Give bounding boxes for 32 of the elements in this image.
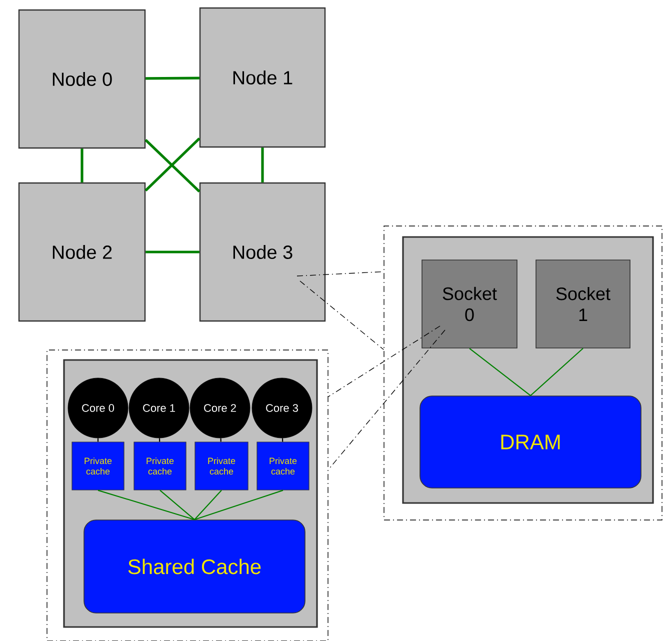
connector-line	[146, 76, 200, 80]
connector-line	[530, 348, 584, 396]
connector-line	[98, 490, 195, 520]
cache-box: Private cache	[72, 442, 124, 490]
connector-line	[146, 250, 200, 254]
leader-line	[296, 271, 384, 276]
connector-line	[194, 490, 222, 520]
connector-line	[158, 438, 160, 442]
connector-line	[220, 438, 222, 442]
process-box: Node 0	[18, 9, 146, 149]
cache-box: Private cache	[194, 442, 248, 490]
zoom-frame	[46, 350, 328, 641]
connector-line	[194, 490, 284, 520]
memory-box: Shared Cache	[84, 520, 306, 614]
process-box: Node 2	[18, 182, 146, 322]
connector-line	[97, 438, 99, 442]
connector-line	[469, 348, 531, 396]
socket-box: Socket 0	[422, 260, 518, 348]
connector-line	[261, 148, 264, 182]
cache-box: Private cache	[134, 442, 186, 490]
process-box: Node 1	[199, 7, 326, 148]
cache-box: Private cache	[256, 442, 310, 490]
leader-line	[328, 330, 446, 470]
socket-box: Socket 1	[536, 260, 630, 348]
connector-line	[80, 148, 84, 182]
connector-line	[282, 438, 284, 442]
zoom-frame	[384, 226, 662, 520]
memory-box: DRAM	[420, 396, 642, 488]
connector-line	[160, 490, 195, 520]
leader-line	[328, 326, 440, 397]
leader-line	[300, 280, 384, 350]
process-box: Node 3	[199, 182, 326, 322]
